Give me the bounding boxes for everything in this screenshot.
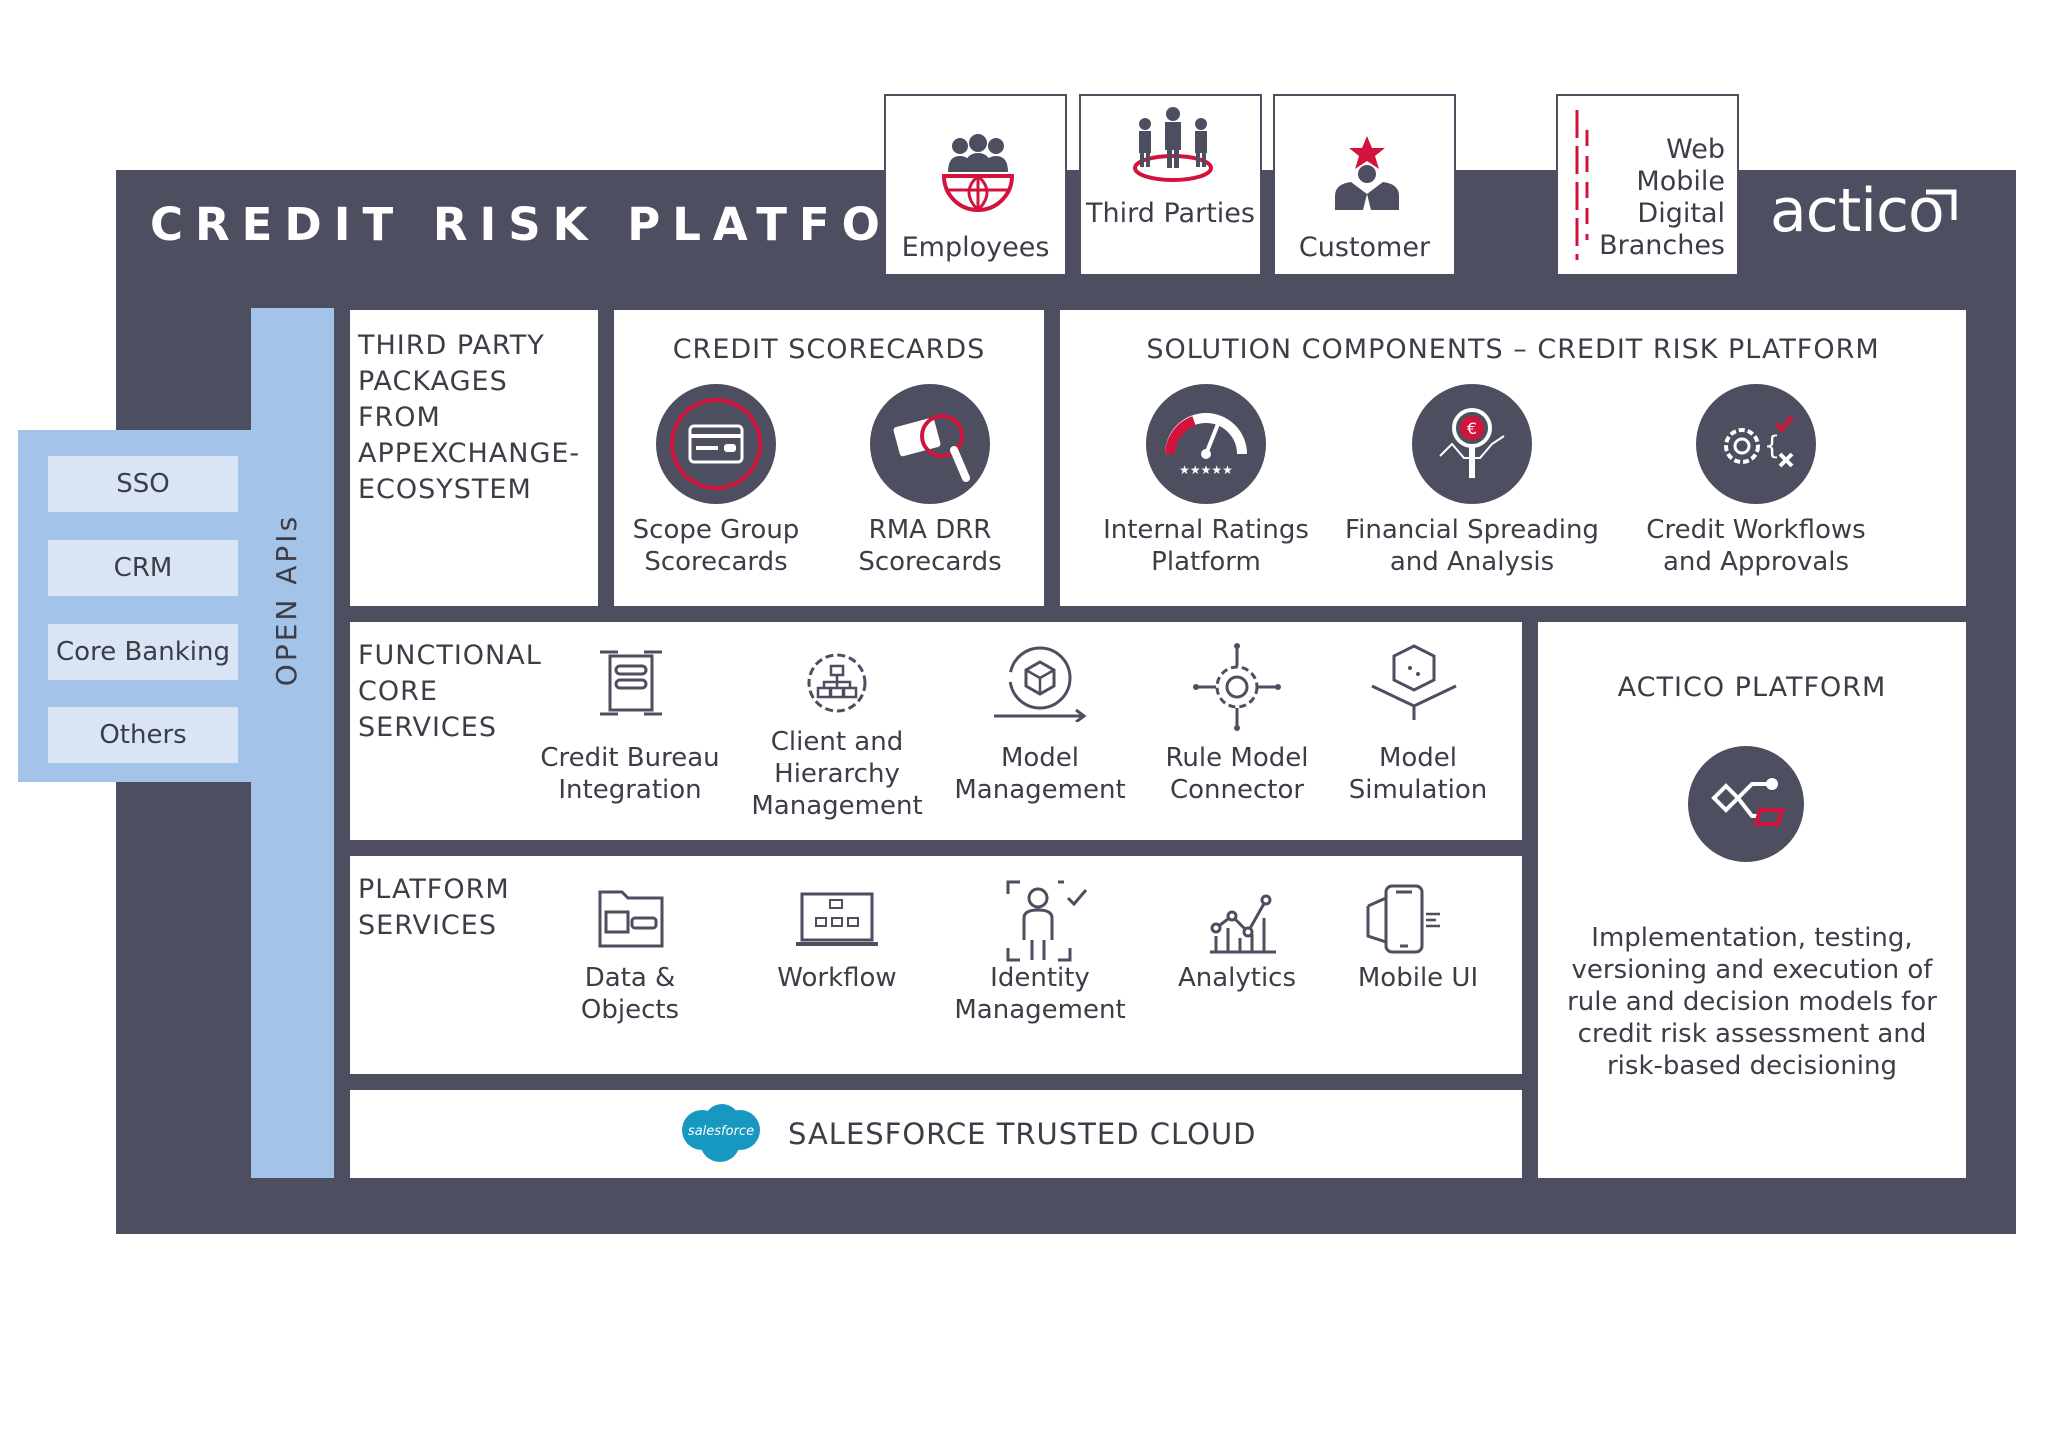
client-hierarchy-label: Client and Hierarchy Management [751, 727, 923, 821]
integration-sso: SSO [48, 456, 238, 512]
client-hierarchy-icon [807, 653, 867, 713]
credit-scorecards-panel: CREDIT SCORECARDS Scope Group Scorecards… [614, 310, 1044, 606]
integration-core-banking: Core Banking [48, 624, 238, 680]
third-parties-card: Third Parties [1079, 94, 1262, 276]
svg-text:{: { [1764, 431, 1781, 461]
credit-workflows-label: Credit Workflows and Approvals [1646, 515, 1866, 577]
credit-workflows-icon: { [1696, 384, 1816, 504]
rma-drr-scorecards-label: RMA DRR Scorecards [858, 515, 1002, 577]
scope-group-scorecards-label: Scope Group Scorecards [632, 515, 800, 577]
model-management-label: Model Management [954, 743, 1126, 805]
employees-label: Employees [901, 232, 1050, 263]
actico-platform-description: Implementation, testing, versioning and … [1567, 923, 1937, 1081]
workflow-label: Workflow [777, 963, 897, 993]
third-party-panel: THIRD PARTY PACKAGES FROM APPEXCHANGE- E… [350, 310, 598, 606]
model-simulation-label: Model Simulation [1348, 743, 1488, 805]
model-simulation-icon [1371, 644, 1457, 720]
open-apis-label: OPEN APIs [270, 513, 303, 687]
salesforce-cloud-icon [682, 1104, 760, 1162]
logo-text: actico [1770, 176, 1945, 246]
actico-platform-heading: ACTICO PLATFORM [1617, 672, 1887, 703]
model-management-icon [994, 646, 1087, 722]
platform-title: CREDIT RISK PLATFORM [150, 198, 996, 251]
financial-spreading-label: Financial Spreading and Analysis [1345, 515, 1599, 577]
integration-crm: CRM [48, 540, 238, 596]
data-objects-label: Data & Objects [580, 963, 680, 1025]
identity-management-icon [1006, 880, 1088, 962]
digital-dash-icon [1575, 110, 1589, 260]
rule-model-connector-icon [1193, 643, 1281, 731]
salesforce-panel: salesforce SALESFORCE TRUSTED CLOUD [350, 1090, 1522, 1178]
credit-scorecards-heading: CREDIT SCORECARDS [672, 334, 986, 365]
financial-spreading-icon: € [1412, 384, 1532, 504]
solution-components-panel: SOLUTION COMPONENTS – CREDIT RISK PLATFO… [1060, 310, 1966, 606]
digital-channels-label: Web Mobile Digital Branches [1599, 134, 1725, 261]
employees-card: Employees [884, 94, 1067, 276]
analytics-icon [1210, 894, 1276, 954]
internal-ratings-icon: ★★★★★ [1146, 384, 1266, 504]
decision-model-icon [1688, 746, 1804, 862]
internal-ratings-label: Internal Ratings Platform [1103, 515, 1309, 577]
identity-management-label: Identity Management [954, 963, 1126, 1025]
customer-label: Customer [1298, 232, 1431, 263]
actico-platform-panel: ACTICO PLATFORM Implementation, testing,… [1538, 622, 1966, 1178]
workflow-icon [796, 892, 878, 946]
mobile-ui-icon [1366, 884, 1440, 954]
integration-others: Others [48, 707, 238, 763]
platform-services-panel: PLATFORM SERVICES Data & Objects Workflo… [350, 856, 1522, 1074]
rule-model-connector-label: Rule Model Connector [1165, 743, 1309, 805]
customer-card: Customer [1273, 94, 1456, 276]
functional-core-services-panel: FUNCTIONAL CORE SERVICES Credit Bureau I… [350, 622, 1522, 840]
analytics-label: Analytics [1177, 963, 1297, 993]
salesforce-logo-text: salesforce [687, 1124, 755, 1139]
credit-bureau-icon [600, 650, 662, 716]
logo-arrow-icon [1926, 189, 1957, 220]
digital-channels-card: Web Mobile Digital Branches [1556, 94, 1739, 276]
credit-bureau-label: Credit Bureau Integration [540, 743, 720, 805]
scope-group-scorecard-icon [656, 384, 776, 504]
third-parties-label: Third Parties [1086, 198, 1255, 229]
solution-components-heading: SOLUTION COMPONENTS – CREDIT RISK PLATFO… [1146, 334, 1880, 365]
customer-icon [1335, 136, 1399, 210]
third-parties-icon [1133, 107, 1213, 182]
employees-icon [941, 134, 1015, 212]
salesforce-label: SALESFORCE TRUSTED CLOUD [788, 1117, 1257, 1151]
data-objects-icon [598, 890, 664, 948]
mobile-ui-label: Mobile UI [1357, 963, 1479, 993]
svg-text:€: € [1467, 419, 1477, 438]
actico-logo: actico [1770, 176, 1960, 246]
platform-services-heading: PLATFORM SERVICES [358, 874, 510, 941]
open-apis-bar [251, 308, 334, 1178]
third-party-heading: THIRD PARTY PACKAGES FROM APPEXCHANGE- E… [358, 330, 581, 505]
svg-text:★★★★★: ★★★★★ [1179, 463, 1233, 477]
functional-core-heading: FUNCTIONAL CORE SERVICES [358, 640, 542, 743]
rma-drr-scorecard-icon [870, 384, 990, 504]
